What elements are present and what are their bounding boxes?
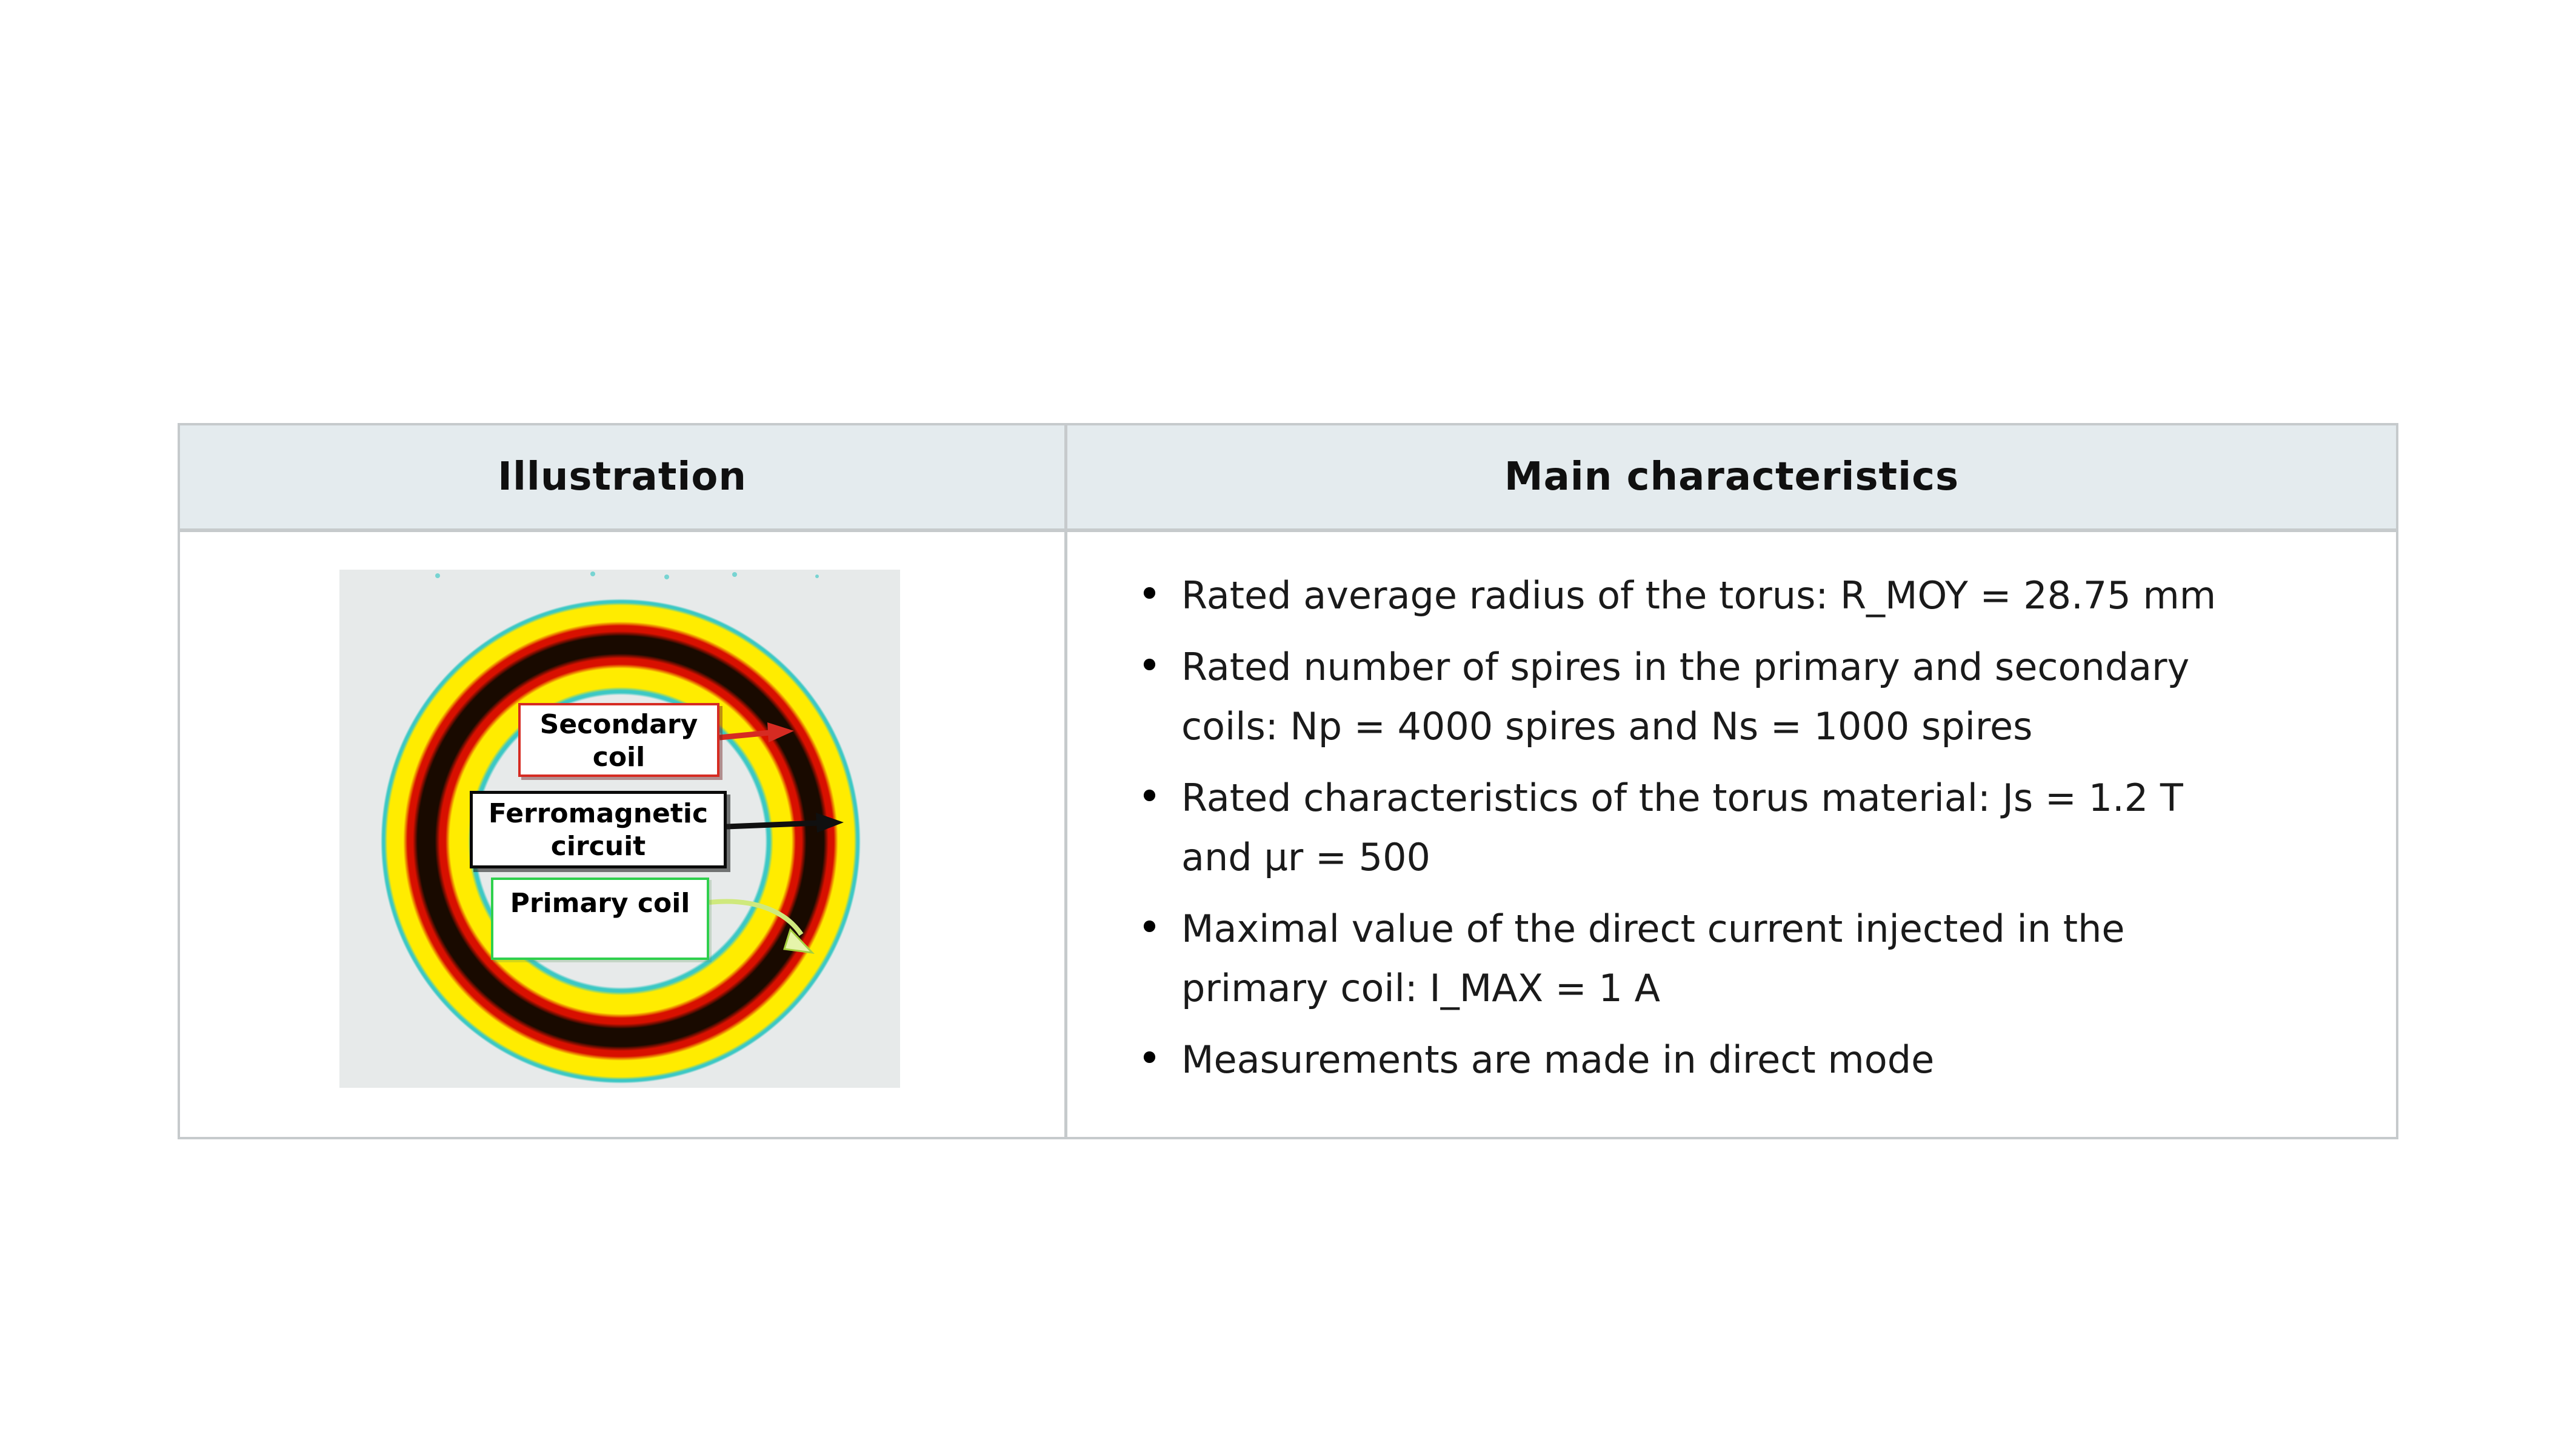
content-table: Illustration Main characteristics — [178, 423, 2398, 1139]
secondary-coil-label: Secondary coil — [518, 703, 719, 777]
table-header-row: Illustration Main characteristics — [180, 425, 2396, 532]
list-item: Rated characteristics of the torus mater… — [1126, 767, 2372, 887]
primary-coil-arrow-icon — [709, 899, 815, 954]
callout-arrows — [435, 571, 844, 954]
ferromagnetic-circuit-label: Ferromagnetic circuit — [470, 791, 727, 868]
scan-artifact-dots — [435, 571, 819, 579]
primary-coil-label: Primary coil — [491, 878, 709, 960]
illustration-cell: Secondary coil Ferromagnetic circuit Pri… — [180, 532, 1067, 1137]
header-cell-illustration: Illustration — [180, 425, 1067, 528]
list-item: Maximal value of the direct current inje… — [1126, 898, 2372, 1018]
secondary-coil-arrow-icon — [719, 722, 794, 742]
header-cell-main-characteristics: Main characteristics — [1504, 455, 1960, 499]
table-body-row: Secondary coil Ferromagnetic circuit Pri… — [180, 532, 2396, 1137]
torus-illustration: Secondary coil Ferromagnetic circuit Pri… — [339, 570, 900, 1088]
ferromagnetic-circuit-arrow-icon — [726, 813, 844, 833]
main-characteristics-cell: Rated average radius of the torus: R_MOY… — [1067, 532, 2396, 1137]
list-item: Rated average radius of the torus: R_MOY… — [1126, 565, 2372, 625]
list-item: Rated number of spires in the primary an… — [1126, 636, 2372, 756]
list-item: Measurements are made in direct mode — [1126, 1029, 2372, 1090]
characteristics-list: Rated average radius of the torus: R_MOY… — [1126, 565, 2372, 1090]
